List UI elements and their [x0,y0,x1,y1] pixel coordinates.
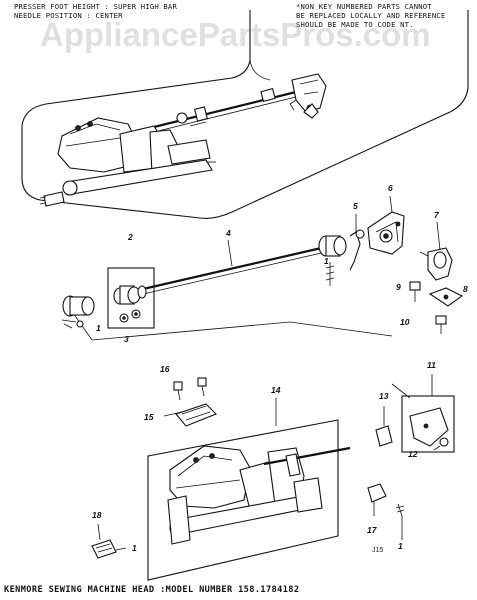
note-presser-foot: PRESSER FOOT HEIGHT : SUPER HIGH BAR [14,2,177,11]
drawing-code: J15 [372,547,383,554]
callout-8: 8 [463,284,468,294]
shaft-assembly [61,195,464,341]
note-nonkey-3: SHOULD BE MADE TO CODE NT. [296,20,414,29]
note-nonkey-2: BE REPLACED LOCALLY AND REFERENCE [296,11,445,20]
callout-3: 3 [124,334,129,344]
bed-assembly [91,374,455,581]
notes-left: PRESSER FOOT HEIGHT : SUPER HIGH BAR NEE… [14,2,177,20]
note-nonkey-1: *NON KEY NUMBERED PARTS CANNOT [296,2,432,11]
note-needle-position: NEEDLE POSITION : CENTER [14,11,123,20]
callout-1-a: 1 [96,323,101,333]
callouts: 1 2 3 4 5 6 7 8 9 10 11 12 13 14 15 16 1… [92,183,468,553]
diagram-title: KENMORE SEWING MACHINE HEAD :MODEL NUMBE… [4,585,299,595]
callout-5: 5 [353,201,358,211]
callout-1-c: 1 [398,541,403,551]
callout-10: 10 [400,317,410,327]
callout-11: 11 [427,360,436,370]
callout-9: 9 [396,282,401,292]
callout-1-d: 1 [324,256,329,266]
callout-6: 6 [388,183,393,193]
callout-12: 12 [408,449,418,459]
callout-18: 18 [92,510,102,520]
callout-13: 13 [379,391,389,401]
callout-15: 15 [144,412,154,422]
callout-17: 17 [367,525,378,535]
machine-overview [21,10,469,219]
callout-14: 14 [271,385,281,395]
callout-16: 16 [160,364,170,374]
callout-4: 4 [225,228,231,238]
callout-2: 2 [127,232,133,242]
watermark: AppliancePartsPros.com [40,16,431,53]
callout-7: 7 [434,210,440,220]
notes-right: *NON KEY NUMBERED PARTS CANNOT BE REPLAC… [296,2,445,29]
callout-1-b: 1 [132,543,137,553]
